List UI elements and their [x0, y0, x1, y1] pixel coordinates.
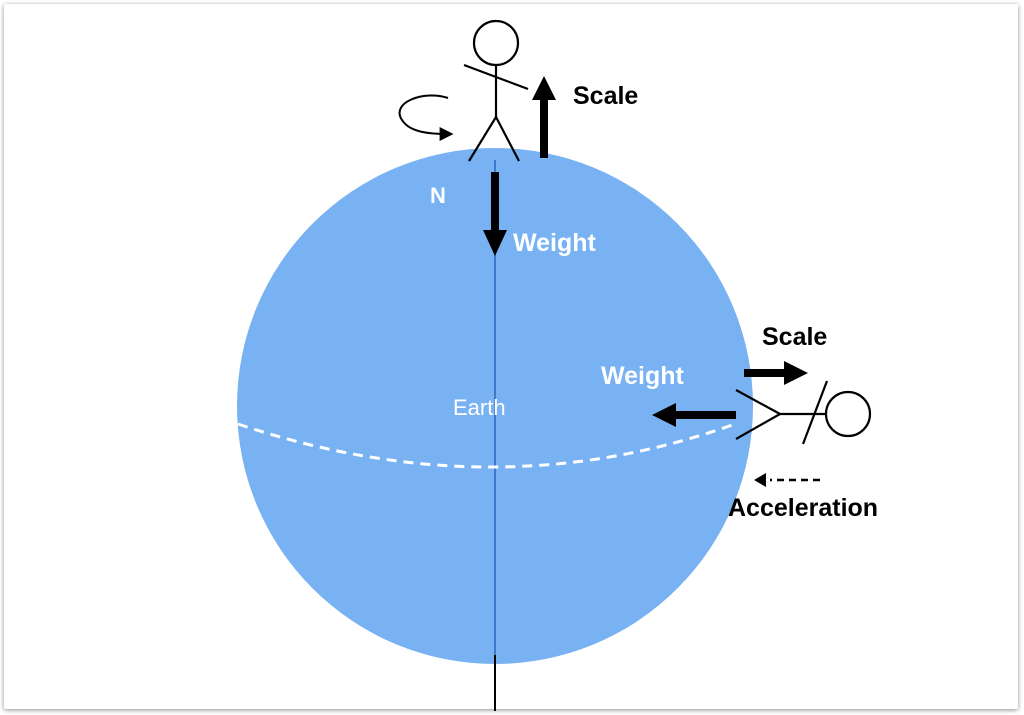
north-label: N: [430, 183, 446, 208]
equator-line: [237, 422, 736, 469]
equator-weight-arrow: [652, 403, 736, 427]
equator-scale-arrow: [744, 361, 808, 385]
equator-person-icon: [735, 380, 872, 445]
acceleration-arrow: [754, 473, 820, 487]
rotation-arrow-icon: [398, 94, 454, 141]
pole-weight-label: Weight: [513, 229, 597, 257]
pole-person-icon: [463, 19, 529, 162]
acceleration-label: Acceleration: [728, 494, 878, 522]
earth-label: Earth: [453, 395, 506, 420]
pole-weight-arrow: [483, 172, 507, 256]
equator-scale-label: Scale: [762, 323, 827, 351]
pole-scale-arrow: [532, 76, 556, 158]
pole-scale-label: Scale: [573, 82, 638, 110]
equator-weight-label: Weight: [601, 362, 685, 390]
